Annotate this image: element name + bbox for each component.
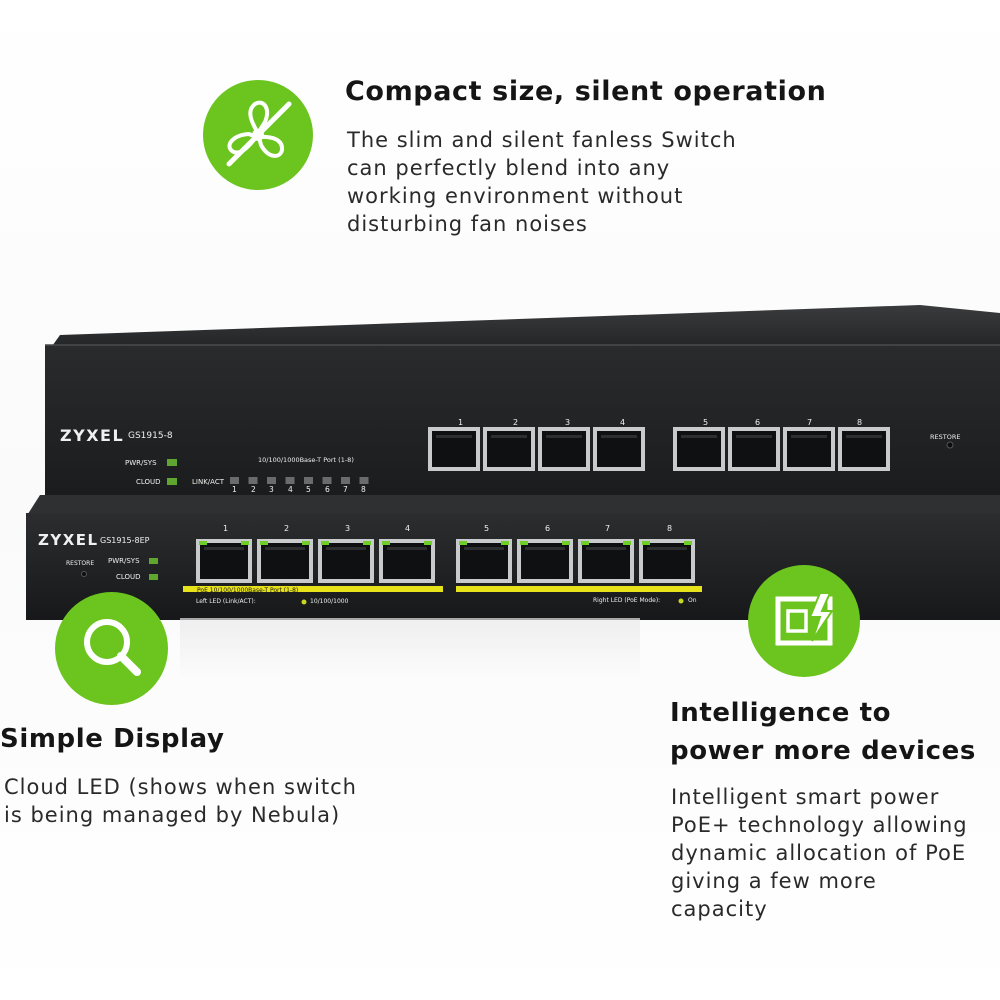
power-line: PoE+ technology allowing [671, 813, 968, 837]
top-led-port-number: 2 [251, 485, 256, 494]
right-led-value: On [688, 597, 697, 604]
bottom-port-number: 3 [345, 524, 351, 533]
top-led-port-number: 7 [343, 485, 348, 494]
top-led-port-number: 4 [288, 485, 293, 494]
ethernet-port[interactable] [538, 427, 590, 471]
ethernet-port[interactable] [483, 427, 535, 471]
power-line: dynamic allocation of PoE [671, 841, 967, 865]
link-led [267, 477, 276, 484]
top-port-number: 7 [807, 418, 813, 427]
power-line: capacity [671, 897, 768, 921]
magnifier-icon [55, 592, 168, 705]
display-line: is being managed by Nebula) [4, 803, 341, 827]
compact-description: The slim and silent fanless Switch can p… [347, 126, 737, 238]
ethernet-port[interactable] [318, 539, 374, 583]
ethernet-port[interactable] [673, 427, 725, 471]
compact-line: The slim and silent fanless Switch [347, 128, 737, 152]
top-led-port-number: 6 [325, 485, 330, 494]
fan-off-icon [203, 80, 313, 190]
bottom-port-number: 4 [405, 524, 411, 533]
bottom-led-pwr-label: PWR/SYS [108, 557, 140, 565]
top-port-number: 6 [755, 418, 761, 427]
power-line: giving a few more [671, 869, 877, 893]
top-link-label: LINK/ACT [192, 478, 224, 486]
top-port-number: 2 [513, 418, 519, 427]
poe-caption: PoE 10/100/1000Base-T Port (1-8) [197, 587, 299, 594]
power-description: Intelligent smart power PoE+ technology … [671, 783, 968, 923]
device-reflection [180, 618, 640, 678]
bottom-port-group [196, 539, 695, 583]
power-line: Intelligent smart power [671, 785, 940, 809]
bottom-port-number: 2 [284, 524, 290, 533]
bottom-port-number: 8 [667, 524, 673, 533]
link-led [248, 477, 258, 484]
ethernet-port[interactable] [456, 539, 512, 583]
compact-line: can perfectly blend into any [347, 156, 671, 180]
compact-line: working environment without [347, 184, 684, 208]
top-restore-label: RESTORE [930, 433, 961, 441]
right-led-label: Right LED (PoE Mode): [593, 597, 661, 604]
power-title-line: Intelligence to [670, 698, 892, 728]
display-title: Simple Display [0, 724, 225, 754]
ethernet-port[interactable] [593, 427, 645, 471]
left-led-label: Left LED (Link/ACT): [196, 598, 256, 605]
display-line: Cloud LED (shows when switch [4, 775, 357, 799]
top-led-cloud-label: CLOUD [136, 478, 161, 486]
top-brand: ZYXEL [60, 426, 125, 445]
bottom-port-number: 6 [545, 524, 551, 533]
link-led [322, 477, 332, 484]
top-port-number: 8 [857, 418, 863, 427]
bottom-model: GS1915-8EP [100, 536, 150, 545]
link-led [230, 477, 239, 484]
bottom-port-number: 5 [484, 524, 490, 533]
ethernet-port[interactable] [578, 539, 634, 583]
link-led [304, 477, 313, 484]
link-led [359, 477, 369, 484]
ethernet-port[interactable] [428, 427, 480, 471]
power-title-line: power more devices [670, 736, 976, 766]
top-model: GS1915-8 [128, 431, 173, 441]
ethernet-port[interactable] [379, 539, 435, 583]
ethernet-port[interactable] [783, 427, 835, 471]
left-led-value: 10/100/1000 [310, 598, 349, 605]
bottom-port-number: 1 [223, 524, 229, 533]
poe-power-icon [748, 565, 860, 677]
ethernet-port[interactable] [196, 539, 252, 583]
bottom-restore-label: RESTORE [66, 560, 95, 567]
ethernet-port[interactable] [728, 427, 780, 471]
ethernet-port[interactable] [257, 539, 313, 583]
ethernet-port[interactable] [838, 427, 890, 471]
bottom-port-number: 7 [605, 524, 611, 533]
power-title: Intelligence to power more devices [670, 694, 976, 770]
top-port-number: 3 [565, 418, 571, 427]
top-port-caption: 10/100/1000Base-T Port (1-8) [258, 456, 354, 464]
top-led-pwr-label: PWR/SYS [125, 459, 157, 467]
top-port-number: 1 [458, 418, 464, 427]
ethernet-port[interactable] [517, 539, 573, 583]
top-port-group [428, 427, 890, 471]
compact-line: disturbing fan noises [347, 212, 588, 236]
top-led-port-number: 8 [361, 485, 366, 494]
top-port-number: 5 [703, 418, 709, 427]
top-led-port-number: 1 [232, 485, 237, 494]
top-led-port-number: 5 [306, 485, 311, 494]
link-led [341, 477, 350, 484]
top-switch [45, 305, 1000, 505]
display-description: Cloud LED (shows when switch is being ma… [4, 773, 357, 829]
top-port-number: 4 [620, 418, 626, 427]
ethernet-port[interactable] [639, 539, 695, 583]
bottom-led-cloud-label: CLOUD [116, 573, 141, 581]
compact-title: Compact size, silent operation [345, 76, 827, 107]
link-led [285, 477, 295, 484]
top-led-port-number: 3 [269, 485, 274, 494]
bottom-brand: ZYXEL [38, 531, 99, 549]
